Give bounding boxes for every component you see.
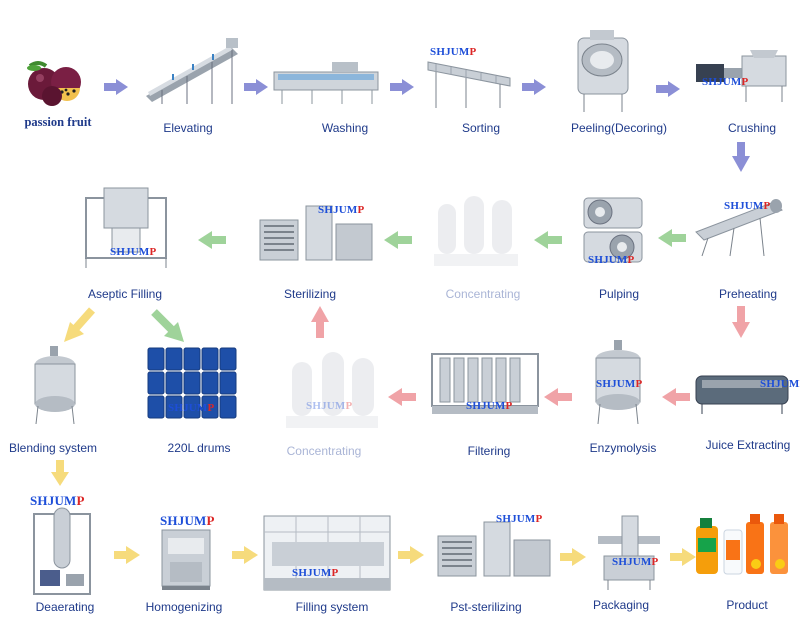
arrow-washing-to-sorting	[390, 79, 414, 95]
stage-label-preheating: Preheating	[718, 287, 778, 301]
preheating-machine-image	[694, 196, 784, 263]
sorting-machine-image	[426, 52, 512, 115]
stage-label-peeling: Peeling(Decoring)	[570, 121, 668, 135]
brand-logo-sterilizing: SHJUMP	[318, 204, 365, 216]
filling-system-image	[262, 512, 392, 599]
arrow-elevating-to-washing	[244, 79, 268, 95]
aseptic-filling-machine-image	[82, 187, 170, 275]
stage-label-passion-fruit: passion fruit	[24, 115, 92, 129]
juice-extracting-machine-image	[692, 366, 792, 421]
packaging-machine-image	[594, 515, 664, 597]
stage-label-drums: 220L drums	[167, 441, 231, 455]
arrow-preheating-to-juice-extracting	[732, 306, 750, 338]
arrow-blending-to-deaerating	[51, 460, 69, 486]
stage-label-washing: Washing	[321, 121, 369, 135]
brand-logo-filtering: SHJUMP	[466, 400, 513, 412]
arrow-fruit-to-elevating	[104, 79, 128, 95]
stage-label-enzymolysis: Enzymolysis	[589, 441, 657, 455]
brand-logo-juice-extracting: SHJUMP	[760, 378, 800, 390]
passion-fruit-image	[22, 58, 94, 113]
washing-machine-image	[272, 62, 382, 111]
stage-label-aseptic-filling: Aseptic Filling	[87, 287, 163, 301]
crushing-machine-image	[694, 50, 790, 109]
arrow-packaging-to-product	[670, 548, 696, 566]
brand-logo-pst-sterilizing: SHJUMP	[496, 513, 543, 525]
peeling-machine-image	[570, 30, 640, 119]
brand-logo-drums: SHJUMP	[168, 402, 215, 414]
brand-logo-packaging: SHJUMP	[612, 556, 659, 568]
arrow-pulping-to-concentrating	[534, 231, 562, 249]
stage-label-pulping: Pulping	[598, 287, 640, 301]
brand-logo-enzymolysis: SHJUMP	[596, 378, 643, 390]
brand-logo-filling-system: SHJUMP	[292, 567, 339, 579]
arrow-pst-sterilizing-to-packaging	[560, 548, 586, 566]
stage-label-filling-system: Filling system	[295, 600, 369, 614]
stage-label-deaerating: Deaerating	[35, 600, 95, 614]
arrow-filtering-to-concentrating	[388, 388, 416, 406]
brand-logo-preheating: SHJUMP	[724, 200, 771, 212]
homogenizing-machine-image	[156, 526, 216, 597]
concentrating-machine-image-top	[432, 188, 522, 275]
stage-label-pst-sterilizing: Pst-sterilizing	[450, 600, 522, 614]
arrow-enzymolysis-to-filtering	[544, 388, 572, 406]
elevating-machine-image	[142, 38, 242, 113]
stage-label-concentrating-mid: Concentrating	[286, 444, 362, 458]
stage-label-sterilizing: Sterilizing	[283, 287, 337, 301]
arrow-concentrating-to-sterilizing-up	[311, 306, 329, 338]
drums-image	[146, 344, 240, 425]
stage-label-juice-extracting: Juice Extracting	[705, 438, 791, 452]
brand-logo-homogenizing: SHJUMP	[160, 513, 215, 528]
arrow-crushing-to-preheating	[732, 142, 750, 172]
arrow-sorting-to-peeling	[522, 79, 546, 95]
sterilizing-machine-image	[256, 200, 376, 275]
pst-sterilizing-machine-image	[434, 516, 554, 591]
arrow-sterilizing-to-aseptic	[198, 231, 226, 249]
arrow-filling-to-pst-sterilizing	[398, 546, 424, 564]
brand-logo-crushing: SHJUMP	[702, 76, 749, 88]
filtering-machine-image	[430, 350, 540, 421]
concentrating-machine-image-mid	[282, 346, 382, 437]
arrow-concentrating-to-sterilizing	[384, 231, 412, 249]
brand-logo-deaerating: SHJUMP	[30, 493, 85, 508]
stage-label-product: Product	[726, 598, 768, 612]
arrow-aseptic-to-drums	[151, 309, 184, 342]
product-bottles-image	[694, 512, 794, 583]
arrow-homogenizing-to-filling	[232, 546, 258, 564]
pulping-machine-image	[578, 192, 648, 275]
brand-logo-pulping: SHJUMP	[588, 254, 635, 266]
stage-label-crushing: Crushing	[727, 121, 777, 135]
stage-label-elevating: Elevating	[163, 121, 213, 135]
stage-label-blending-system: Blending system	[8, 441, 98, 455]
arrow-juice-extracting-to-enzymolysis	[662, 388, 690, 406]
stage-label-filtering: Filtering	[467, 444, 511, 458]
stage-label-concentrating-top: Concentrating	[445, 287, 521, 301]
brand-logo-sorting: SHJUMP	[430, 46, 477, 58]
enzymolysis-tank-image	[590, 340, 646, 431]
stage-label-packaging: Packaging	[592, 598, 650, 612]
arrow-aseptic-to-blending	[64, 307, 95, 342]
stage-label-homogenizing: Homogenizing	[145, 600, 223, 614]
deaerating-machine-image	[30, 504, 94, 601]
brand-logo-aseptic-filling: SHJUMP	[110, 246, 157, 258]
arrow-deaerating-to-homogenizing	[114, 546, 140, 564]
stage-label-sorting: Sorting	[461, 121, 501, 135]
arrow-preheating-to-pulping	[658, 229, 686, 247]
blending-tank-image	[28, 346, 82, 431]
brand-logo-concentrating-mid: SHJUMP	[306, 400, 353, 412]
arrow-peeling-to-crushing	[656, 81, 680, 97]
